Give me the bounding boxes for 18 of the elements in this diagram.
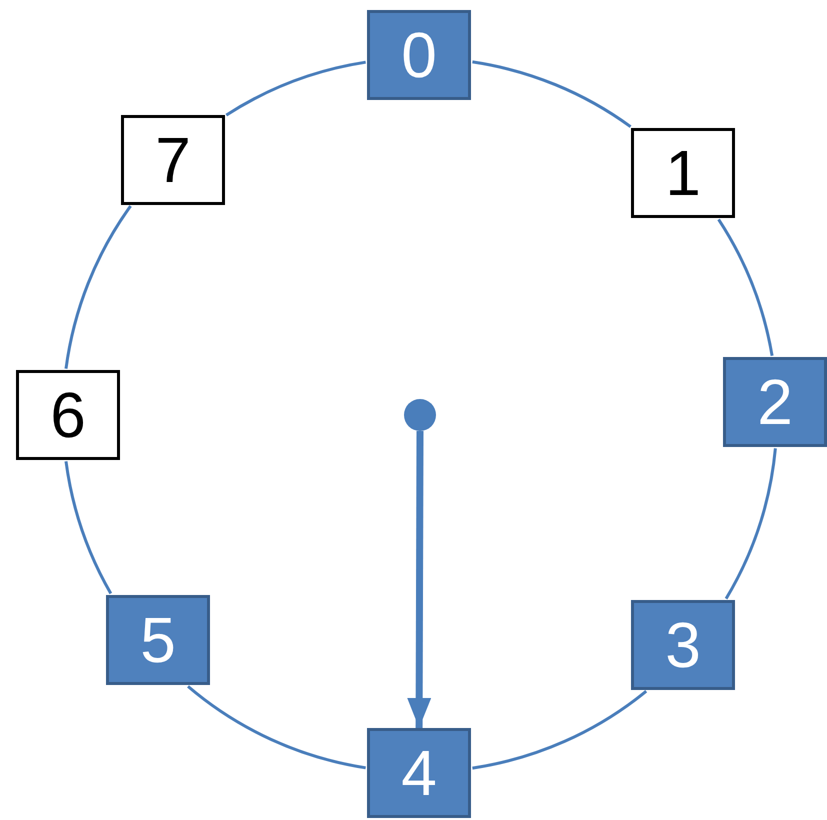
ring-arc	[472, 60, 632, 128]
ring-arc	[472, 690, 648, 770]
ring-arc	[187, 685, 366, 770]
number-box: 5	[106, 595, 210, 685]
ring-arc	[724, 448, 777, 600]
number-box: 4	[367, 728, 471, 818]
number-box: 3	[631, 600, 735, 690]
pivot-dot	[404, 399, 436, 431]
number-box: 1	[631, 128, 735, 218]
arrow	[407, 430, 432, 728]
number-box: 7	[121, 115, 225, 205]
number-box: 6	[16, 370, 120, 460]
ring-arc	[717, 218, 774, 356]
number-box: 0	[367, 10, 471, 100]
ring-arc	[64, 461, 112, 594]
ring-arc	[226, 60, 366, 116]
number-box: 2	[723, 357, 827, 447]
ring-arc	[64, 205, 132, 369]
